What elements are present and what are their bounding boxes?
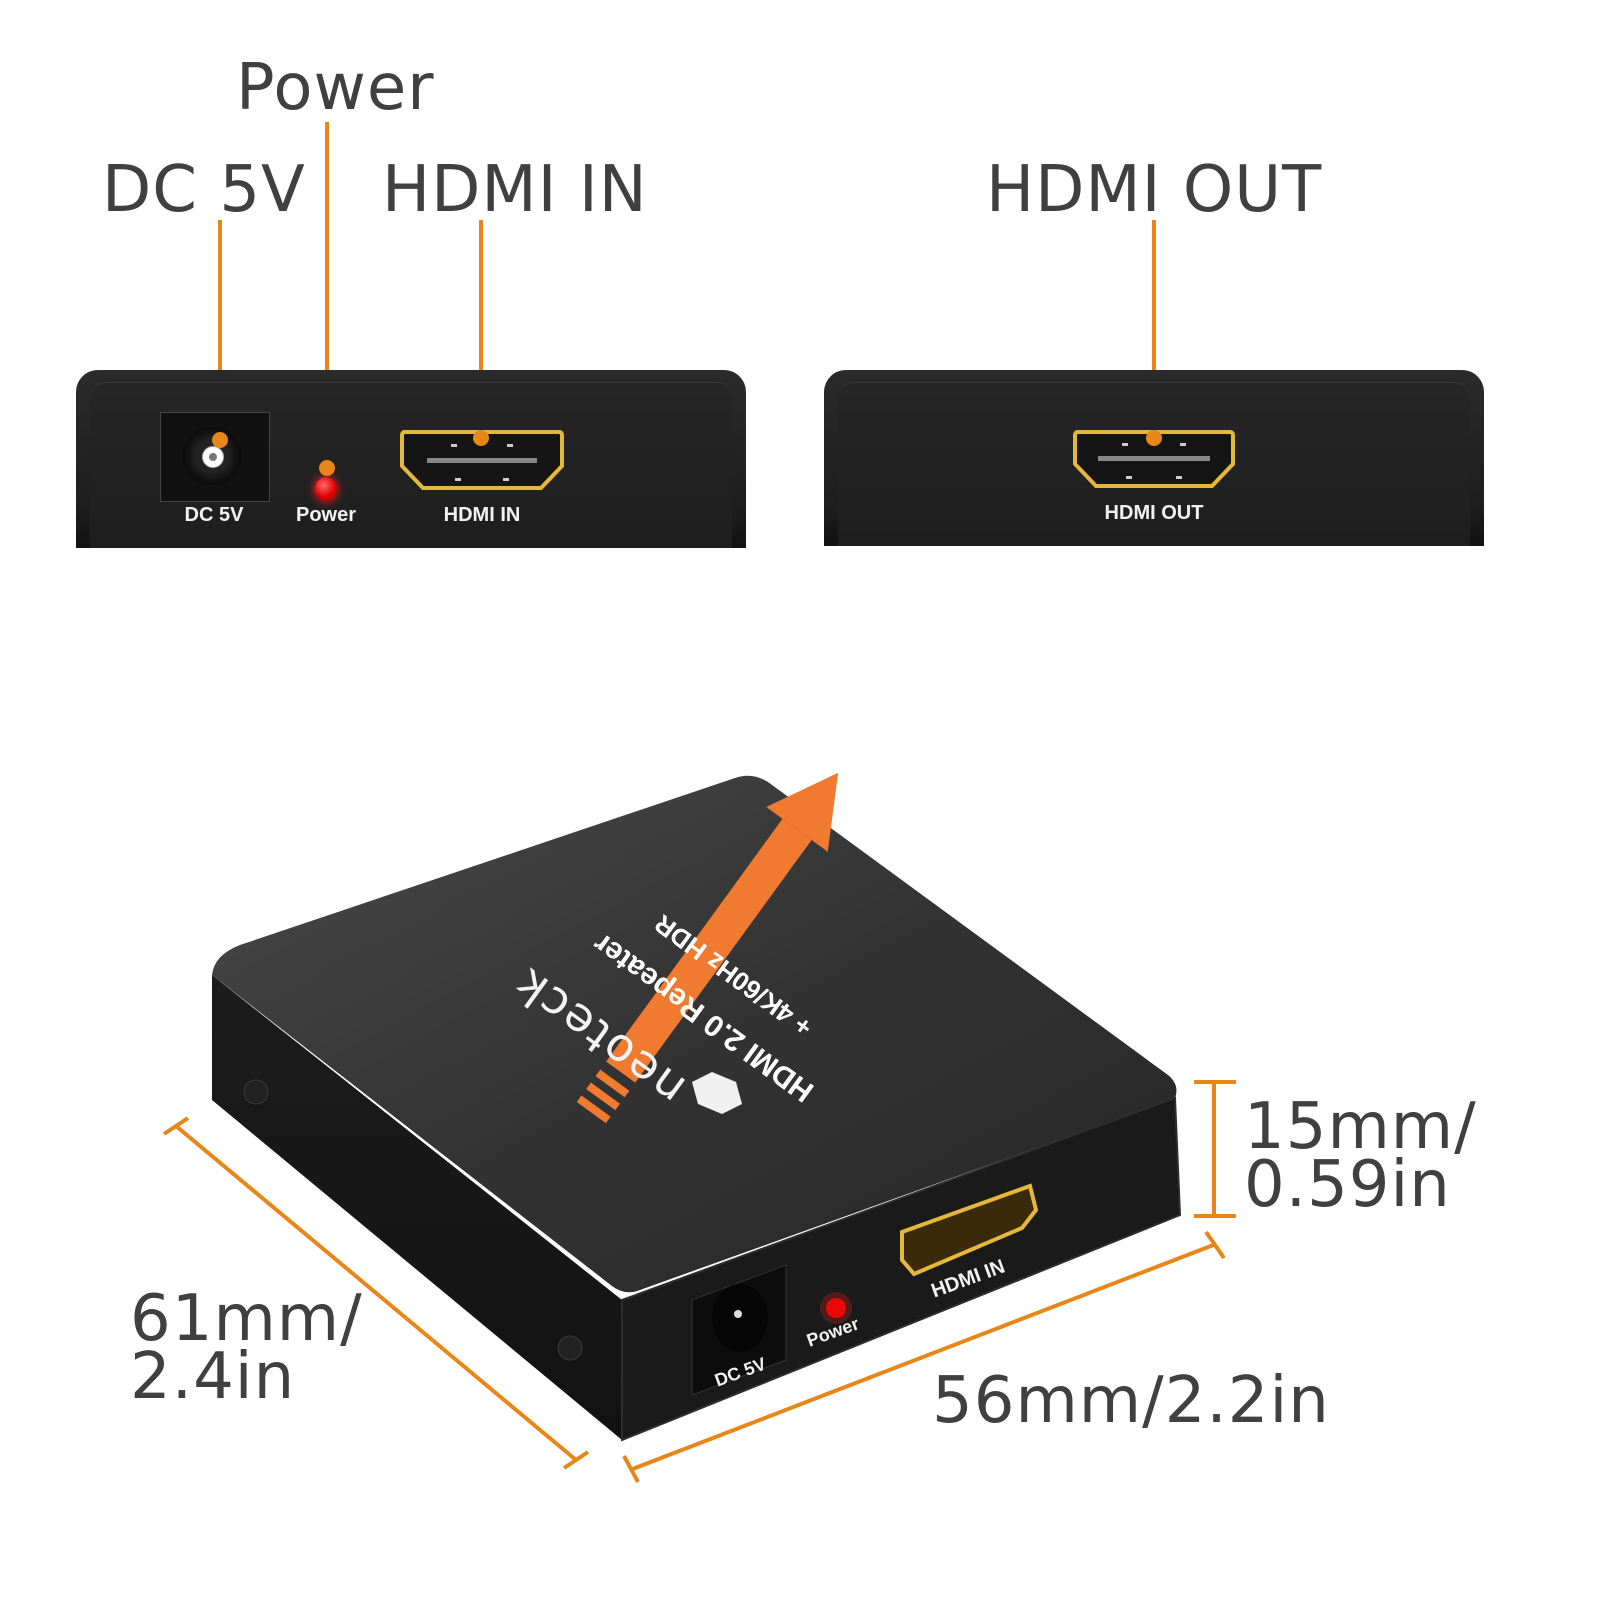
dimension-height-in: 0.59in: [1244, 1148, 1451, 1222]
callout-hdmi-out: HDMI OUT: [986, 153, 1323, 227]
leader-line-hdmi-out: [1152, 220, 1156, 438]
hdmi-out-port-icon: [1073, 430, 1235, 488]
back-label-hdmi-out: HDMI OUT: [1104, 502, 1204, 524]
dc-jack: [160, 412, 270, 502]
front-label-power: Power: [295, 504, 357, 526]
dimension-height-mm: 15mm/: [1244, 1090, 1477, 1164]
front-label-dc5v: DC 5V: [184, 504, 244, 526]
callout-dc5v: DC 5V: [102, 153, 306, 227]
leader-dot-dc5v: [212, 432, 228, 448]
front-label-hdmi-in: HDMI IN: [443, 504, 521, 526]
leader-dot-hdmi-in: [473, 430, 489, 446]
leader-line-power: [325, 122, 329, 468]
callout-power: Power: [236, 51, 435, 125]
dimension-depth-mm: 61mm/: [130, 1282, 363, 1356]
dimension-depth-in: 2.4in: [130, 1340, 296, 1414]
dimension-depth: 61mm/ 2.4in: [130, 1282, 363, 1414]
callout-hdmi-in: HDMI IN: [382, 153, 648, 227]
back-panel: HDMI OUT: [824, 370, 1484, 546]
dc-jack-pin: [202, 446, 224, 468]
leader-line-hdmi-in: [479, 220, 483, 438]
power-led: [315, 477, 337, 501]
dimension-height: 15mm/ 0.59in: [1244, 1090, 1477, 1222]
leader-dot-hdmi-out: [1146, 430, 1162, 446]
hdmi-in-port-icon: [400, 430, 564, 490]
front-panel: DC 5V Power HDMI IN: [76, 370, 746, 548]
leader-dot-power: [319, 460, 335, 476]
leader-line-dc5v: [218, 220, 222, 440]
dimension-width: 56mm/2.2in: [932, 1364, 1330, 1438]
